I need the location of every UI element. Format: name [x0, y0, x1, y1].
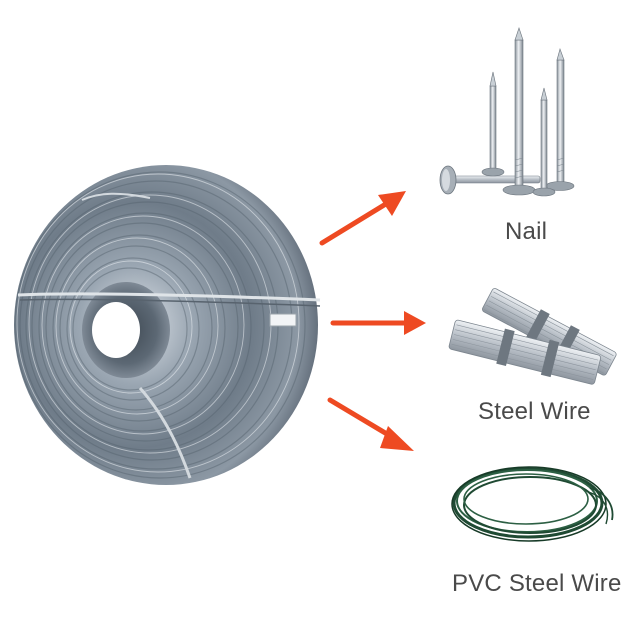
arrow-to-pvc-wire — [327, 397, 414, 451]
wire-coil-icon — [14, 165, 321, 485]
label-steel-wire: Steel Wire — [478, 398, 591, 425]
label-pvc-steel-wire: PVC Steel Wire — [452, 570, 622, 597]
nail-icon — [439, 27, 575, 197]
arrow-to-steel-wire — [330, 311, 426, 335]
label-nail: Nail — [505, 218, 548, 245]
arrow-to-nail — [319, 191, 406, 246]
steel-wire-bundle-icon — [448, 288, 617, 385]
pvc-wire-coil-icon — [451, 466, 614, 542]
